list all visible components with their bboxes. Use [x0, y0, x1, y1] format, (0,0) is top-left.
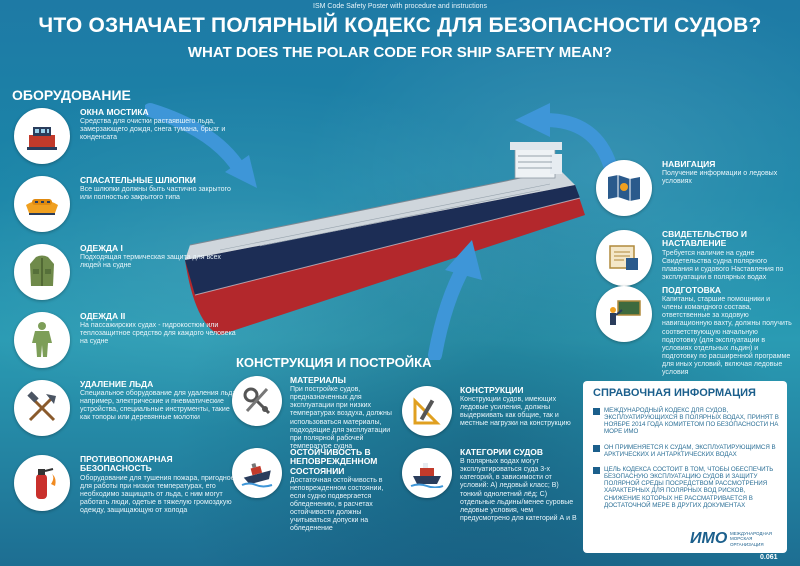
arrow-from-right — [515, 103, 617, 172]
title-english: WHAT DOES THE POLAR CODE FOR SHIP SAFETY… — [187, 44, 613, 61]
reference-entry-text: ОН ПРИМЕНЯЕТСЯ К СУДАМ, ЭКСПЛУАТИРУЮЩИМС… — [604, 444, 776, 459]
right-title: СВИДЕТЕЛЬСТВО И НАСТАВЛЕНИЕ — [662, 229, 747, 249]
fire-extinguisher-icon — [14, 455, 70, 511]
construction-title: ОСТОЙЧИВОСТЬ В НЕПОВРЕЖДЕННОМ СОСТОЯНИИ — [290, 447, 378, 476]
listing-ship-icon — [232, 448, 282, 498]
equipment-title: ПРОТИВОПОЖАРНАЯ БЕЗОПАСНОСТЬ — [80, 454, 173, 474]
reference-title: СПРАВОЧНАЯ ИНФОРМАЦИЯ — [593, 387, 756, 399]
construction-body: Конструкции судов, имеющих ледовые усиле… — [460, 396, 571, 428]
axe-hammer-icon — [14, 380, 70, 436]
bullet-square-icon — [593, 467, 600, 474]
equipment-title: ОДЕЖДА II — [80, 311, 126, 321]
construction-title: МАТЕРИАЛЫ — [290, 375, 346, 385]
construction-body: При постройке судов, предназначенных для… — [290, 386, 392, 450]
tanker-ship-illustration — [185, 142, 585, 335]
equipment-title: СПАСАТЕЛЬНЫЕ ШЛЮПКИ — [80, 175, 196, 185]
bridge-window-icon — [14, 108, 70, 164]
equipment-title: ОДЕЖДА I — [80, 243, 123, 253]
equipment-heading: ОБОРУДОВАНИЕ — [12, 87, 131, 103]
right-body: Капитаны, старшие помощники и члены кома… — [662, 296, 792, 376]
construction-title: КОНСТРУКЦИИ — [460, 385, 524, 395]
poster-code-number: 0.061 — [760, 554, 778, 561]
equipment-title: ОКНА МОСТИКА — [80, 107, 149, 117]
right-title: ПОДГОТОВКА — [662, 285, 722, 295]
lifeboat-icon — [14, 176, 70, 232]
construction-body: Достаточная остойчивость в неповрежденно… — [290, 477, 384, 533]
arrow-from-construction — [428, 240, 482, 360]
drafting-tools-icon — [402, 386, 452, 436]
imo-logo: ИМО — [690, 530, 728, 547]
equipment-body: Подходящая термическая защита для всех л… — [80, 254, 221, 270]
poster-caption: ISM Code Safety Poster with procedure an… — [313, 3, 487, 10]
map-navigation-icon — [596, 160, 652, 216]
arrow-from-equipment — [145, 103, 257, 188]
equipment-body: Оборудование для тушения пожара, пригодн… — [80, 474, 235, 514]
survival-suit-icon — [14, 312, 70, 368]
equipment-body: Специальное оборудование для удаления ль… — [80, 390, 239, 422]
equipment-body: Все шлюпки должны быть частично закрытог… — [80, 186, 231, 202]
right-body: Требуется наличие на судне Свидетельства… — [662, 249, 784, 281]
construction-body: В полярных водах могут эксплуатироваться… — [460, 458, 577, 522]
parka-icon — [14, 244, 70, 300]
reference-info-box: СПРАВОЧНАЯ ИНФОРМАЦИЯ МЕЖДУНАРОДНЫЙ КОДЕ… — [583, 381, 787, 553]
title-russian: ЧТО ОЗНАЧАЕТ ПОЛЯРНЫЙ КОДЕКС ДЛЯ БЕЗОПАС… — [38, 14, 762, 37]
bullet-square-icon — [593, 408, 600, 415]
equipment-title: УДАЛЕНИЕ ЛЬДА — [80, 379, 154, 389]
reference-entry-text: ЦЕЛЬ КОДЕКСА СОСТОИТ В ТОМ, ЧТОБЫ ОБЕСПЕ… — [604, 466, 774, 509]
ship-category-icon — [402, 448, 452, 498]
bullet-square-icon — [593, 445, 600, 452]
imo-logo-subtitle: МЕЖДУНАРОДНАЯ МОРСКАЯ ОРГАНИЗАЦИЯ — [730, 531, 772, 547]
right-title: НАВИГАЦИЯ — [662, 159, 716, 169]
tools-icon — [232, 376, 282, 426]
reference-entry: МЕЖДУНАРОДНЫЙ КОДЕКС ДЛЯ СУДОВ, ЭКСПЛУАТ… — [593, 407, 781, 436]
construction-heading: КОНСТРУКЦИЯ И ПОСТРОЙКА — [236, 355, 432, 370]
reference-entry-text: МЕЖДУНАРОДНЫЙ КОДЕКС ДЛЯ СУДОВ, ЭКСПЛУАТ… — [604, 407, 779, 436]
certificate-icon — [596, 230, 652, 286]
construction-title: КАТЕГОРИИ СУДОВ — [460, 447, 544, 457]
reference-entry: ОН ПРИМЕНЯЕТСЯ К СУДАМ, ЭКСПЛУАТИРУЮЩИМС… — [593, 444, 781, 458]
training-icon — [596, 286, 652, 342]
right-body: Получение информации о ледовых условиях — [662, 170, 778, 186]
reference-entry: ЦЕЛЬ КОДЕКСА СОСТОИТ В ТОМ, ЧТОБЫ ОБЕСПЕ… — [593, 466, 781, 509]
equipment-body: На пассажирских судах - гидрокостюм или … — [80, 322, 236, 346]
equipment-body: Средства для очистки растаявшего льда, з… — [80, 118, 226, 142]
